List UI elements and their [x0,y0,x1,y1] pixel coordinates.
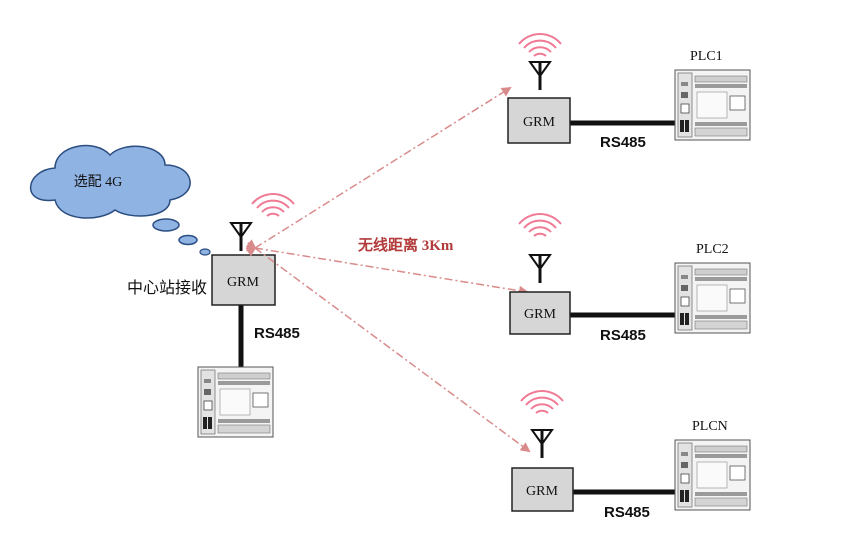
center-station: GRM 中心站接收 RS485 [127,192,300,438]
grm-label: GRM [524,307,556,322]
distance-label: 无线距离 3Km [357,236,454,254]
grm-module [509,291,571,335]
cloud-label: 选配 4G [74,174,123,190]
center-station-label: 中心站接收 [127,279,207,297]
remote-station-1: GRM RS485 PLC1 [507,32,751,151]
remote-station-n: GRM RS485 PLCN [511,389,751,521]
wifi-signal-icon [251,192,295,217]
plc-icon [674,439,751,511]
rs485-label: RS485 [604,504,650,521]
antenna-icon [530,428,554,460]
plc-label: PLC2 [696,242,729,257]
wireless-link-1 [245,86,512,257]
cloud-4g: 选配 4G [29,144,191,219]
grm-module [511,467,574,512]
wifi-signal-icon [520,389,564,414]
wifi-signal-icon [518,212,562,237]
remote-station-2: GRM RS485 PLC2 [509,212,751,344]
grm-label: GRM [526,484,558,499]
center-rs485-label: RS485 [254,325,300,342]
rs485-label: RS485 [600,134,646,151]
thought-bubble-1 [152,218,180,232]
thought-bubble-3 [199,248,211,256]
wifi-signal-icon [518,32,562,57]
rs485-label: RS485 [600,327,646,344]
grm-module [507,97,571,144]
antenna-icon [229,221,253,253]
wireless-link-n [245,239,531,453]
grm-label: GRM [523,115,555,130]
plc-label: PLCN [692,419,728,434]
center-grm-label: GRM [227,275,259,290]
center-plc-icon [197,366,274,438]
plc-label: PLC1 [690,49,723,64]
wireless-link-2 [246,241,529,296]
plc-icon [674,69,751,141]
thought-bubble-2 [178,234,198,246]
antenna-icon [528,253,552,285]
plc-icon [674,262,751,334]
antenna-icon [528,60,552,92]
